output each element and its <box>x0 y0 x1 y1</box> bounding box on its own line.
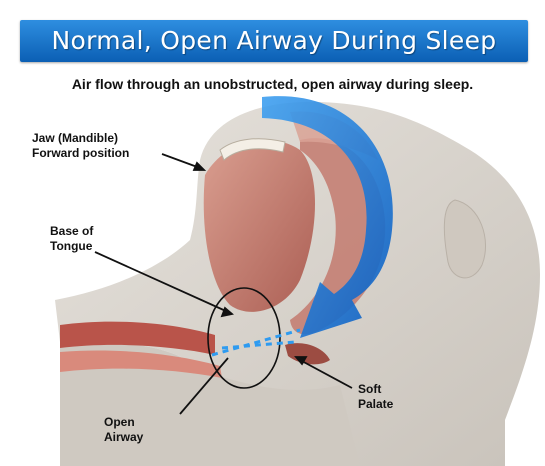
soft-palate-label-line2: Palate <box>358 397 428 412</box>
open-airway-label: Open Airway <box>104 415 174 445</box>
tongue-label-line2: Tongue <box>50 239 130 254</box>
jaw-label-line1: Jaw (Mandible) <box>32 131 182 146</box>
open-airway-label-line2: Airway <box>104 430 174 445</box>
soft-palate-label: Soft Palate <box>358 382 428 412</box>
jaw-label-line2: Forward position <box>32 146 182 161</box>
jaw-label: Jaw (Mandible) Forward position <box>32 131 182 161</box>
tongue-label: Base of Tongue <box>50 224 130 254</box>
open-airway-label-line1: Open <box>104 415 174 430</box>
tongue-label-line1: Base of <box>50 224 130 239</box>
soft-palate-label-line1: Soft <box>358 382 428 397</box>
